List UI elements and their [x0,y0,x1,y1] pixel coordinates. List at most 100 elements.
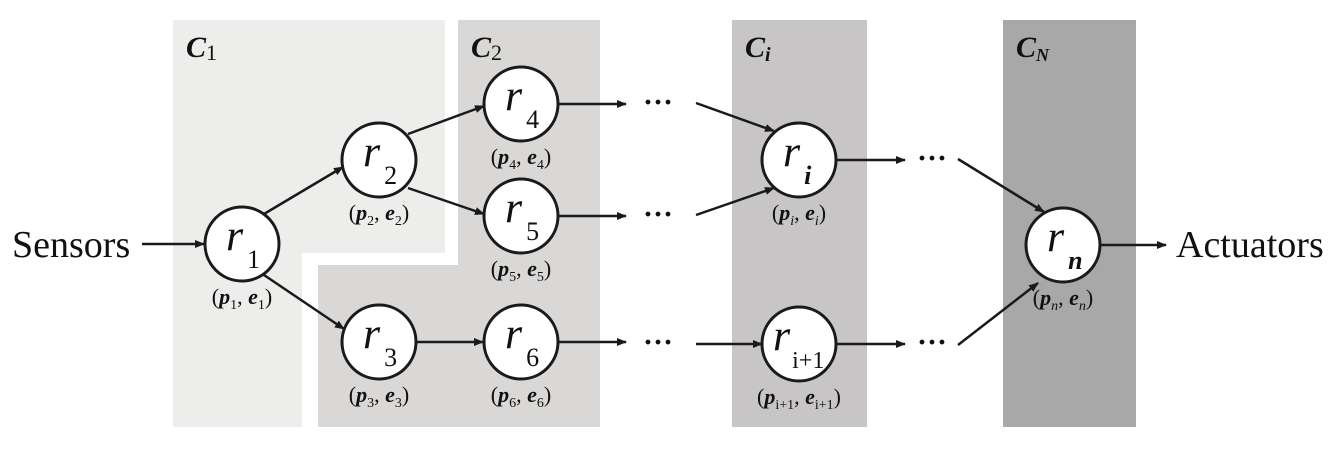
node-param-part: p [354,382,367,407]
node-param-part: ( [1033,285,1040,310]
node-params: (p3, e3) [349,382,409,411]
node-param-part: e [385,382,395,407]
node-label-sub: 3 [384,343,397,372]
node-param-part: i+1 [775,398,794,413]
node-param-part: 5 [537,270,544,285]
node-circle [203,205,281,283]
node-params: (p6, e6) [491,382,551,411]
edge-r2-r4 [407,104,485,136]
node-param-part: p [217,284,230,309]
node-param-part: 3 [367,396,374,411]
node-circle [340,121,418,199]
node-param-part: p [762,384,775,409]
node-param-part: ( [212,284,219,309]
cluster-label-main: C [745,31,766,64]
node-param-part: ( [491,256,498,281]
node-params: (pn, en) [1033,285,1093,314]
node-param-part: e [248,284,258,309]
sensors-label: Sensors [12,224,130,266]
node-params: (pi, ei) [772,200,826,229]
node-param-part: ) [819,200,826,225]
node-param-part: 1 [230,298,237,313]
node-param-part: ( [349,200,356,225]
node-param-part: e [805,200,815,225]
node-param-part: 3 [395,396,402,411]
node-param-part: 4 [537,158,544,173]
node-param-part: , [794,384,805,409]
edge-r1-r3 [263,273,345,331]
edge-ellipsis-rn-top [957,157,1045,214]
actuators-label: Actuators [1176,224,1324,266]
node-params: (p4, e4) [491,144,551,173]
cluster-label-sub: 2 [491,40,502,65]
node-param-part: , [516,256,527,281]
node-param-part: n [1051,299,1058,314]
node-param-part: 4 [509,158,516,173]
node-param-part: ( [491,382,498,407]
node-param-part: e [385,200,395,225]
ellipsis-4: ··· [917,142,947,175]
node-params: (p1, e1) [212,284,272,313]
edge-r2-r5 [407,186,485,216]
node-param-part: ) [544,382,551,407]
edge-ellipsis-ri-top [695,101,775,133]
node-param-part: 5 [509,270,516,285]
node-label-main: r [505,183,523,232]
node-param-part: , [374,200,385,225]
cluster-label-sub: i [765,44,771,66]
node-param-part: , [374,382,385,407]
node-param-part: e [805,384,815,409]
node-param-part: 2 [367,214,374,229]
ellipsis-5: ··· [917,326,947,359]
node-param-part: , [794,200,805,225]
cluster-c1-label: C1 [186,31,217,65]
node-param-part: p [496,256,509,281]
node-label-main: r [1047,212,1065,261]
edge-ellipsis-ri-bottom [695,186,775,217]
node-param-part: p [496,382,509,407]
cluster-label-sub: N [1035,45,1050,65]
cluster-cn-label: CN [1016,31,1050,65]
node-param-part: , [516,382,527,407]
node-param-part: ) [544,256,551,281]
node-param-part: i [790,214,794,229]
ellipsis-1: ··· [643,86,673,119]
edge-ellipsis-rn-bottom [957,282,1039,346]
node-param-part: i+1 [815,398,834,413]
node-label-sub: 5 [526,217,539,246]
node-param-part: n [1079,299,1086,314]
node-param-part: ) [544,144,551,169]
node-label: ri+1 [773,311,824,374]
cluster-label-main: C [1016,31,1037,64]
node-param-part: p [496,144,509,169]
node-params: (p5, e5) [491,256,551,285]
node-param-part: 6 [537,396,544,411]
node-circle [1024,206,1102,284]
node-label-main: r [505,71,523,120]
node-param-part: ( [491,144,498,169]
node-param-part: 2 [395,214,402,229]
node-label-sub: 4 [526,105,539,134]
ellipsis-2: ··· [643,198,673,231]
node-param-part: e [527,144,537,169]
node-circle [482,177,560,255]
node-r1: r 1(p1, e1) [203,205,281,313]
cluster-ci-label: Ci [745,31,771,66]
node-label-main: r [226,211,244,260]
node-label-main: r [363,127,381,176]
node-param-part: p [1038,285,1051,310]
node-param-part: ) [402,200,409,225]
node-param-part: e [527,382,537,407]
node-param-part: , [1058,285,1069,310]
